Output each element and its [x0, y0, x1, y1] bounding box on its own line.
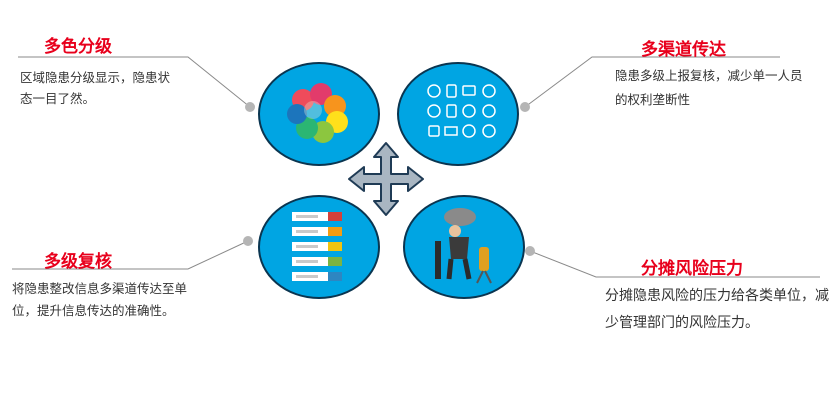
connector-line-bottom-right	[529, 250, 820, 278]
connector-dot-top-right	[520, 102, 530, 112]
mail-icon	[444, 126, 458, 136]
chat-icon	[482, 124, 496, 138]
connector-line-top-left	[18, 56, 251, 108]
laptop-icon	[462, 85, 476, 96]
desc-multilevel-review: 将隐患整改信息多渠道传达至单位，提升信息传达的准确性。	[12, 281, 188, 318]
connector-dot-bottom-right	[525, 246, 535, 256]
globe-icon	[482, 84, 496, 98]
circle-multilevel-review	[258, 195, 380, 299]
circle-multichannel	[397, 62, 519, 166]
headset-icon	[482, 104, 496, 118]
bulb-icon	[427, 104, 441, 118]
title-multilevel-review: 多级复核	[44, 252, 112, 272]
title-multicolor-grading: 多色分级	[44, 37, 112, 57]
title-share-risk: 分摊风险压力	[641, 259, 743, 279]
circle-share-risk	[403, 195, 525, 299]
connector-dot-top-left	[245, 102, 255, 112]
desc-multicolor-grading: 区域隐患分级显示，隐患状态一目了然。	[20, 70, 171, 106]
four-way-arrow-icon	[348, 142, 424, 216]
connector-line-bottom-left	[12, 240, 249, 270]
connector-dot-bottom-left	[243, 236, 253, 246]
phone-icon	[446, 84, 457, 98]
channel-icons-grid	[427, 84, 496, 138]
desc-multichannel: 隐患多级上报复核，减少单一人员的权利垄断性	[615, 68, 803, 107]
mobile-icon	[446, 104, 457, 118]
printer-icon	[428, 125, 440, 137]
title-multichannel: 多渠道传达	[641, 40, 726, 60]
connector-line-top-right	[524, 56, 780, 108]
telephone-icon	[462, 124, 476, 138]
call-icon	[462, 104, 476, 118]
desc-share-risk: 分摊隐患风险的压力给各类单位，减少管理部门的风险压力。	[605, 288, 829, 331]
circle-multicolor	[258, 62, 380, 166]
burdened-person-icon	[435, 208, 492, 284]
location-icon	[427, 84, 441, 98]
color-petals-icon	[287, 83, 348, 143]
step-list-icon	[292, 212, 342, 281]
